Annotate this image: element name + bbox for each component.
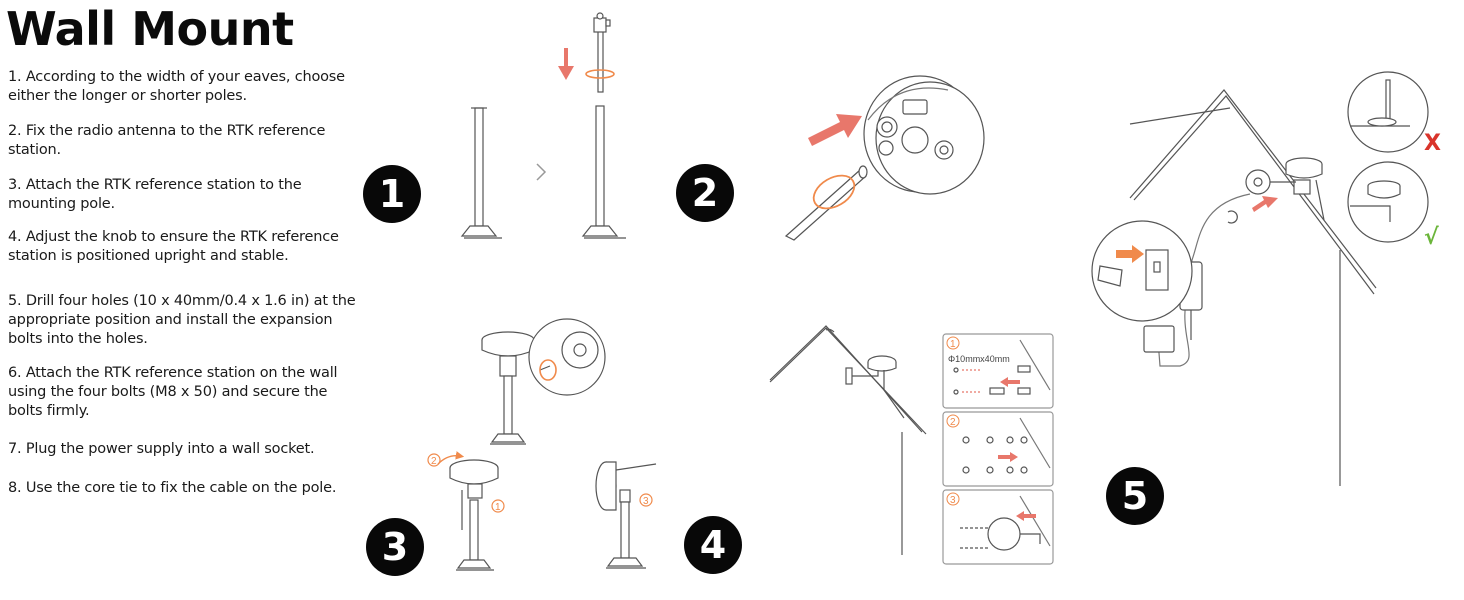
step-4: 4. Adjust the knob to ensure the RTK ref… — [8, 229, 339, 264]
step-badge-3: 3 — [366, 518, 424, 576]
rotation-label-2: 2 — [431, 456, 437, 467]
step-5: 5. Drill four holes (10 x 40mm/0.4 x 1.6… — [8, 293, 356, 347]
illustration-attach-to-pole — [427, 318, 657, 571]
step-6: 6. Attach the RTK reference station on t… — [8, 365, 338, 419]
step-badge-2: 2 — [676, 164, 734, 222]
illustration-full-install — [1091, 71, 1429, 486]
step-3: 3. Attach the RTK reference station to t… — [8, 177, 302, 212]
step-2: 2. Fix the radio antenna to the RTK refe… — [8, 123, 326, 158]
step-8: 8. Use the core tie to fix the cable on … — [8, 480, 337, 496]
rotation-label-1: 1 — [495, 502, 501, 513]
illustration-roof-mount — [769, 325, 927, 555]
step-badge-1: 1 — [363, 165, 421, 223]
substep-label-2: 2 — [950, 417, 956, 428]
illustration-attach-antenna — [784, 75, 985, 241]
substep-label-1: 1 — [950, 339, 956, 350]
illustration-poles — [460, 12, 626, 239]
rotation-label-3: 3 — [643, 496, 649, 507]
step-1: 1. According to the width of your eaves,… — [8, 69, 345, 104]
step-badge-5: 5 — [1106, 467, 1164, 525]
step-7: 7. Plug the power supply into a wall soc… — [8, 441, 315, 457]
wrong-mark: X — [1424, 131, 1441, 156]
substep-label-3: 3 — [950, 495, 956, 506]
page-title: Wall Mount — [6, 2, 294, 56]
step-badge-4: 4 — [684, 516, 742, 574]
right-mark: √ — [1424, 225, 1439, 250]
illustration-bolt-steps — [942, 333, 1054, 565]
hole-spec-label: Φ10mmx40mm — [948, 354, 1010, 364]
